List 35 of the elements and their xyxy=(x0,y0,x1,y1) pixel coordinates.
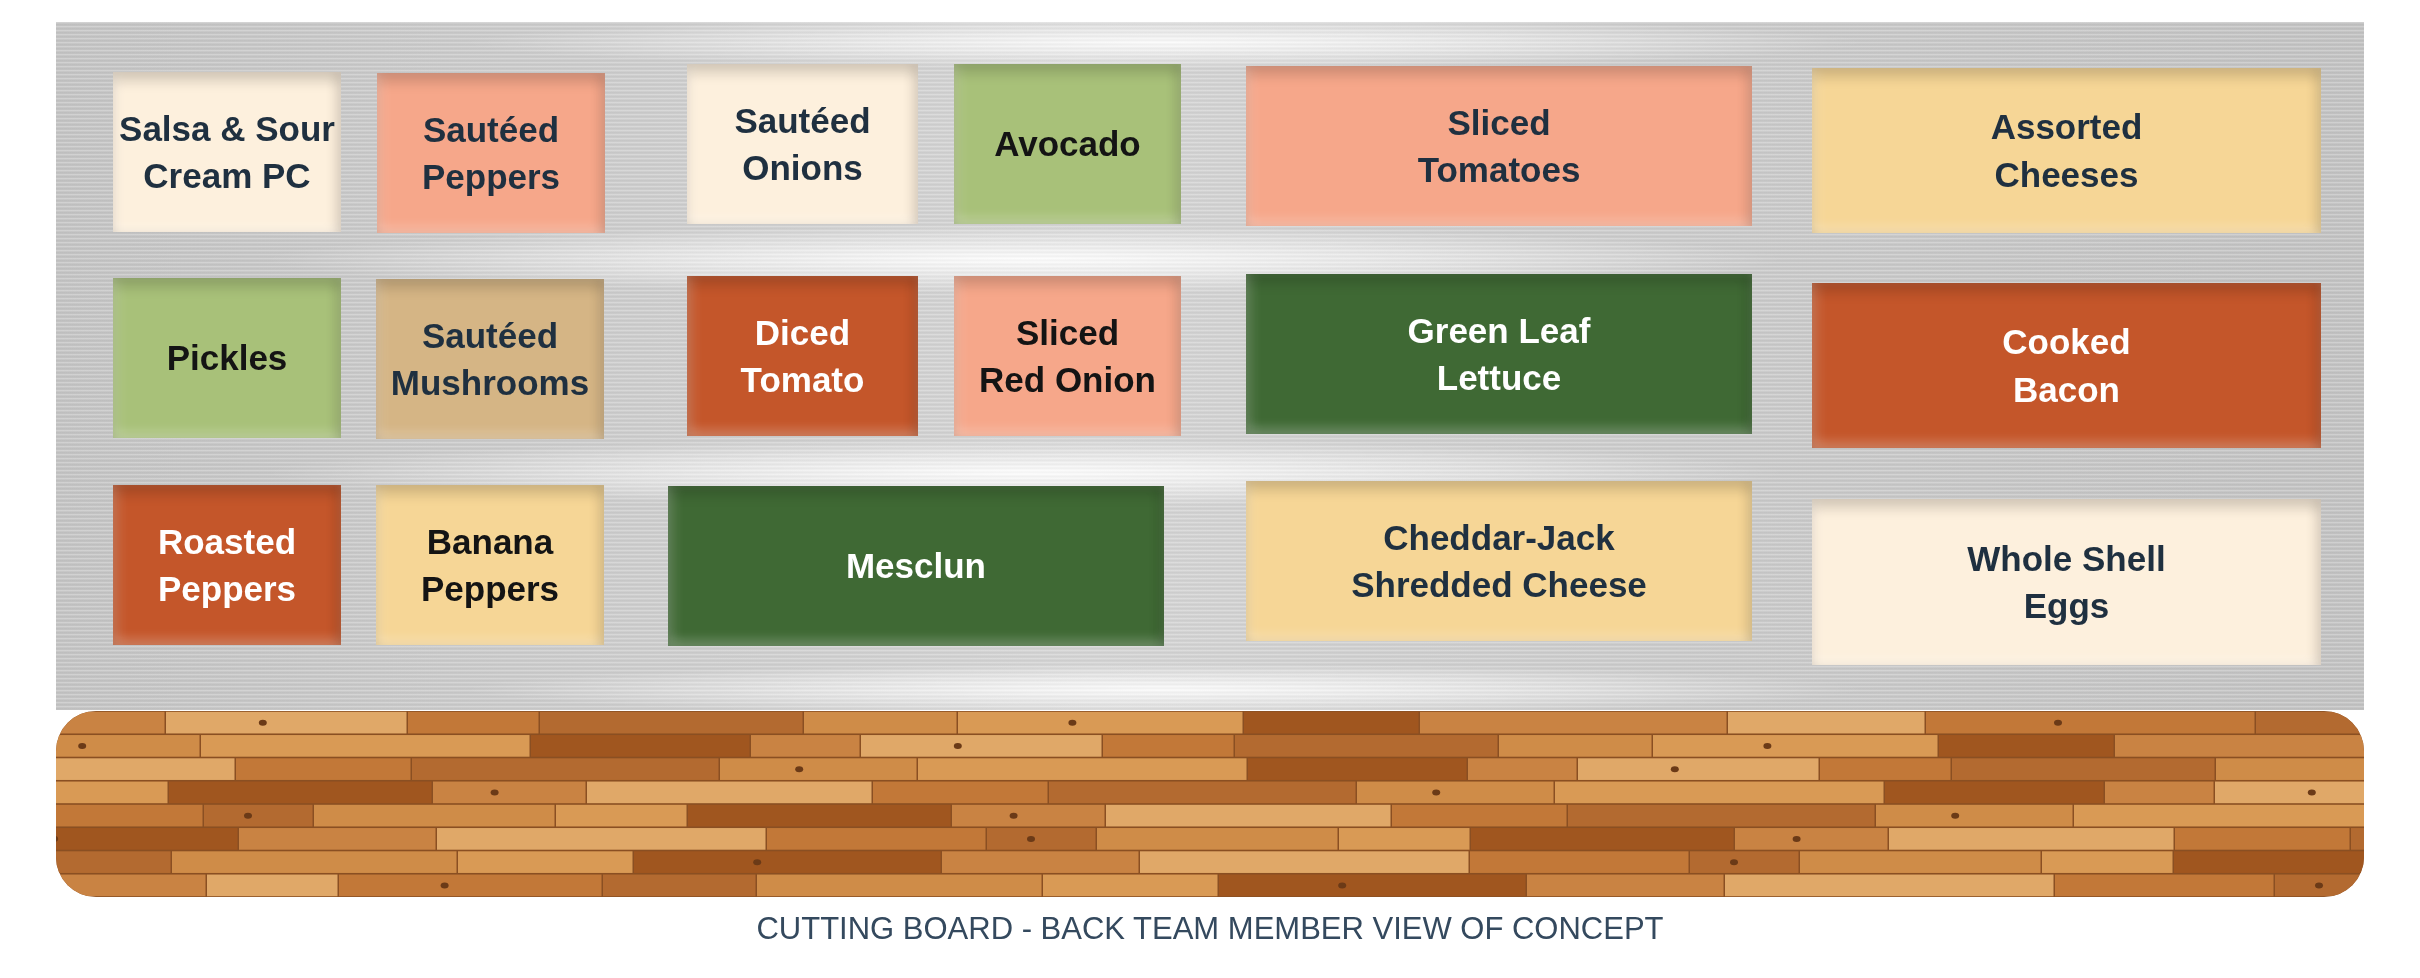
ingredient-bin xyxy=(376,485,604,645)
ingredient-bin xyxy=(377,73,605,233)
bin-label: Pickles xyxy=(166,337,288,380)
caption: CUTTING BOARD - BACK TEAM MEMBER VIEW OF CONCEPT xyxy=(756,910,1664,948)
ingredient-bin xyxy=(1812,283,2321,448)
bin-label: Salsa & Sour Cream PC xyxy=(118,107,336,197)
bin-label: Banana Peppers xyxy=(420,520,560,610)
bin-label: Diced Tomato xyxy=(740,311,865,401)
bin-label: Sautéed Onions xyxy=(734,99,871,189)
ingredient-bin xyxy=(113,278,341,438)
bin-label: Cheddar-Jack Shredded Cheese xyxy=(1350,516,1648,606)
bin-label: Sautéed Mushrooms xyxy=(390,314,590,404)
ingredient-bin xyxy=(668,486,1164,646)
ingredient-bin xyxy=(113,485,341,645)
bin-label: Whole Shell Eggs xyxy=(1967,537,2166,627)
ingredient-bin xyxy=(1246,274,1752,434)
bin-label: Avocado xyxy=(994,123,1141,166)
ingredient-bin xyxy=(1246,481,1752,641)
bin-label: Green Leaf Lettuce xyxy=(1407,309,1591,399)
bin-label: Sautéed Peppers xyxy=(421,108,561,198)
ingredient-bin xyxy=(376,279,604,439)
bin-label: Roasted Peppers xyxy=(157,520,297,610)
bin-label: Sliced Red Onion xyxy=(978,311,1157,401)
bin-label: Assorted Cheeses xyxy=(1990,106,2143,196)
ingredient-bin xyxy=(687,64,918,224)
ingredient-bin xyxy=(1812,68,2321,233)
ingredient-bin xyxy=(954,64,1181,224)
ingredient-bin xyxy=(1812,499,2321,665)
bin-label: Cooked Bacon xyxy=(2002,321,2131,411)
bin-label: Mesclun xyxy=(845,545,986,588)
ingredient-bin xyxy=(1246,66,1752,226)
ingredient-bin xyxy=(687,276,918,436)
bin-label: Sliced Tomatoes xyxy=(1417,101,1581,191)
ingredient-bin xyxy=(113,72,341,232)
ingredient-bin xyxy=(954,276,1181,436)
